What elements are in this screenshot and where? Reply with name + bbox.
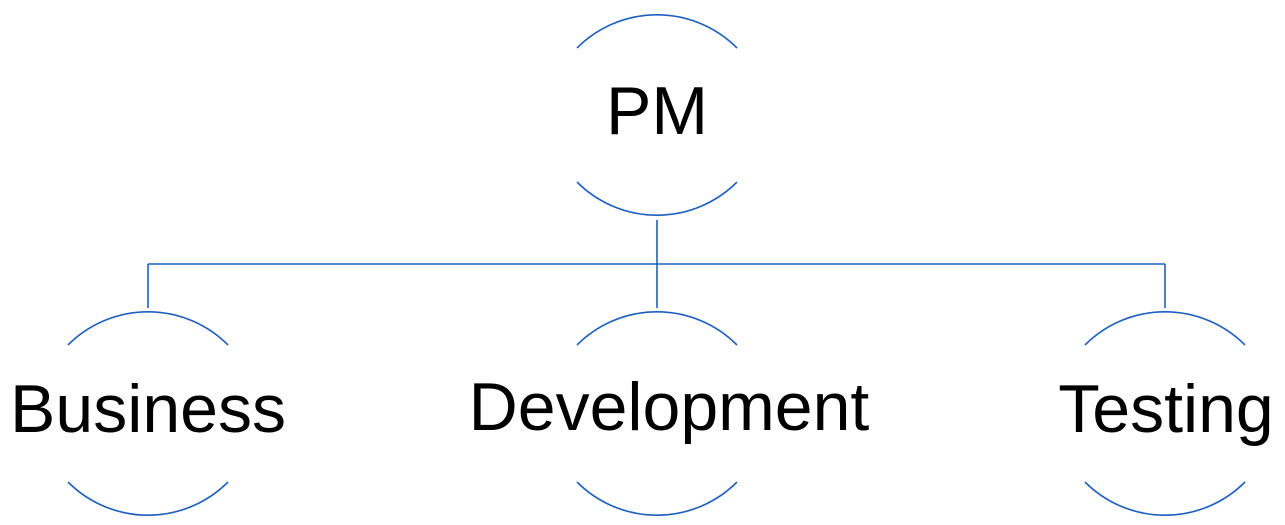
node-business: Business — [10, 311, 286, 516]
node-pm-label: PM — [606, 73, 708, 149]
node-testing: Testing — [1058, 311, 1274, 516]
node-business-label: Business — [10, 371, 286, 447]
node-business-bottom-arc — [67, 481, 229, 516]
node-pm-bottom-arc — [576, 181, 738, 216]
node-development-label: Development — [469, 369, 870, 445]
node-development-bottom-arc — [576, 481, 738, 516]
node-testing-top-arc — [1084, 311, 1246, 346]
node-testing-bottom-arc — [1084, 481, 1246, 516]
node-testing-label: Testing — [1058, 371, 1273, 447]
connector-lines — [147, 220, 1166, 308]
node-pm-top-arc — [576, 14, 738, 49]
node-pm: PM — [576, 14, 738, 216]
node-development: Development — [469, 311, 870, 516]
node-development-top-arc — [576, 311, 738, 346]
node-business-top-arc — [67, 311, 229, 346]
